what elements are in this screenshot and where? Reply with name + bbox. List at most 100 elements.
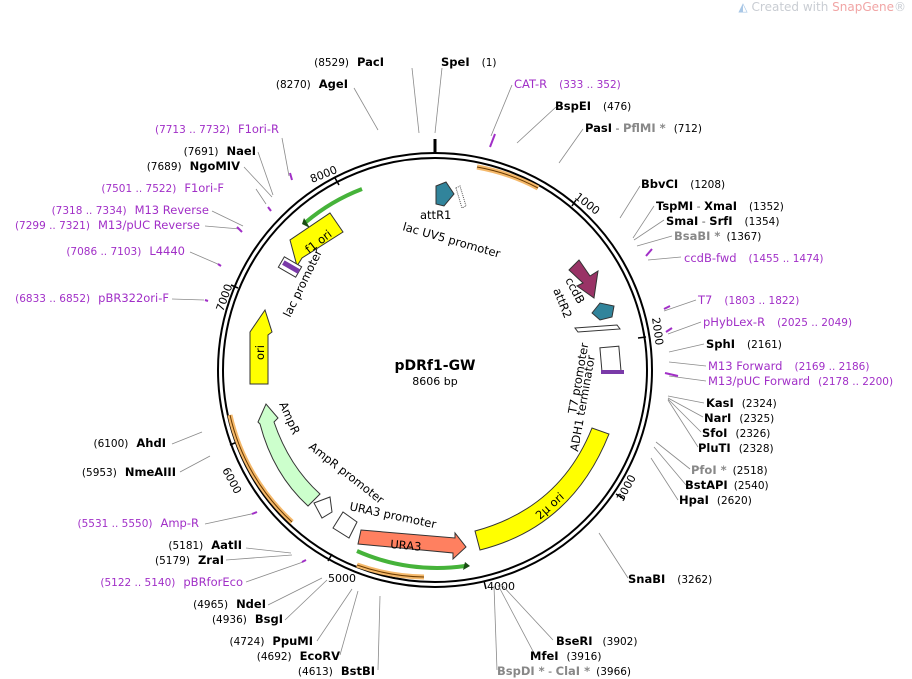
- promoter-arc-top-core: [476, 166, 539, 189]
- site-aatii: (5181)AatII: [168, 538, 242, 552]
- connector-cat-r: [490, 84, 513, 137]
- connector-bspei: [516, 106, 557, 144]
- connector-pfoi: [655, 441, 691, 470]
- connector-ndei: [267, 577, 323, 606]
- watermark-brand: SnapGene: [832, 0, 894, 14]
- feature-ura3-label: URA3: [390, 537, 422, 554]
- site-spei: SpeI(1): [441, 55, 496, 69]
- site-tspmi: TspMI - XmaI(1352): [656, 199, 784, 213]
- feature-f1ori: [289, 212, 344, 268]
- feature-attr1: [435, 181, 455, 207]
- backbone-inner: [222, 157, 648, 583]
- site-naei: (7691)NaeI: [184, 144, 256, 158]
- site-ppumi: (4724)PpuMI: [230, 634, 314, 648]
- connector-l4440: [189, 251, 221, 266]
- connector-paci: [411, 67, 420, 134]
- ura3-promoter-arc-core: [356, 564, 425, 578]
- connector-pbr322ori-f: [171, 298, 205, 301]
- connector-bspdi: [493, 585, 498, 671]
- primer-mark-pbrforeco: [301, 559, 307, 563]
- connector-ccdb-fwd: [647, 256, 682, 261]
- primer-mark-cat-r: [489, 133, 496, 148]
- primer-f1ori-f: (7501 .. 7522)F1ori-F: [101, 181, 224, 195]
- connector-m13-reverse: [211, 210, 244, 227]
- connector-m13-forward: [668, 361, 707, 367]
- site-bsabi: BsaBI *(1367): [674, 229, 761, 243]
- feature-ura3: [357, 529, 467, 561]
- site-sphi: SphI(2161): [706, 337, 782, 351]
- connector-bsabi: [636, 235, 673, 247]
- tick-mark-7000: [230, 284, 239, 289]
- site-ndei: (4965)NdeI: [193, 597, 266, 611]
- primer-m13puc-reverse: (7299 .. 7321)M13/pUC Reverse: [15, 218, 200, 232]
- connector-ahdi: [171, 431, 203, 445]
- tick-mark-4000: [483, 580, 487, 590]
- connector-ngomiv: [243, 166, 273, 198]
- connector-bstapi: [653, 446, 687, 486]
- connector-spei: [434, 67, 443, 134]
- site-paci: (8529)PacI: [314, 55, 384, 69]
- site-bseri: BseRI(3902): [556, 634, 637, 648]
- primer-cat-r: CAT-R(333 .. 352): [514, 77, 621, 91]
- plasmid-size: 8606 bp: [412, 375, 457, 388]
- primer-phyblex-r: pHybLex-R(2025 .. 2049): [703, 315, 852, 329]
- feature-attr1-label: attR1: [420, 208, 451, 222]
- feature-2mu-ori: [474, 427, 610, 551]
- connector-phyblex-r: [667, 321, 702, 335]
- watermark-prefix: Created with: [751, 0, 833, 14]
- connector-amp-r: [204, 512, 257, 525]
- sites-right: (8529)PacI SpeI(1) BspEI(476) PasI - Pfl…: [314, 55, 784, 678]
- primer-pbrforeco: (5122 .. 5140)pBRforEco: [100, 575, 243, 589]
- site-pasi: PasI - PflMI *(712): [585, 121, 702, 135]
- site-bspdi: BspDI * - ClaI *(3966): [497, 664, 631, 678]
- connector-pluti: [667, 399, 699, 448]
- tick-label-6000: 6000: [219, 465, 244, 496]
- site-kasi: KasI(2324): [706, 396, 777, 410]
- feature-ampr-promoter: [313, 496, 333, 519]
- tick-mark-1000: [571, 199, 577, 207]
- feature-t7-promoter: [574, 324, 621, 333]
- connector-sfoi: [667, 398, 702, 433]
- connector-sphi: [668, 343, 705, 353]
- connector-tspmi: [632, 205, 655, 239]
- snapgene-logo-icon: ◭: [738, 0, 748, 14]
- connector-t7: [663, 299, 697, 312]
- primer-m13-reverse: (7318 .. 7334)M13 Reverse: [52, 203, 209, 217]
- connector-zrai: [225, 554, 293, 561]
- feature-ori: [249, 308, 273, 385]
- site-ngomiv: (7689)NgoMIV: [147, 159, 240, 173]
- primer-pbr322ori-f: (6833 .. 6852)pBR322ori-F: [15, 291, 169, 305]
- primer-mark-ccdb-fwd: [645, 248, 653, 257]
- connector-naei: [257, 151, 274, 196]
- site-snabi: SnaBI(3262): [628, 572, 712, 586]
- feature-ura3-promoter-label: URA3 promoter: [348, 499, 437, 531]
- feature-ampr: [257, 403, 321, 507]
- tick-mark-3000: [615, 493, 625, 500]
- site-ahdi: (6100)AhdI: [93, 436, 166, 450]
- feature-attr1-overlap: [455, 185, 467, 209]
- connector-pbrforeco: [245, 561, 304, 583]
- site-bsgi: (4936)BsgI: [212, 612, 283, 626]
- feature-lac-inner: [282, 260, 301, 274]
- primer-mark-pbr322ori-f: [204, 299, 209, 302]
- site-ecorv: (4692)EcoRV: [257, 649, 340, 663]
- connector-hpai: [650, 457, 679, 501]
- site-bspei: BspEI(476): [555, 99, 631, 113]
- primer-ccdb-fwd: ccdB-fwd(1455 .. 1474): [684, 251, 824, 265]
- site-connectors: [171, 67, 707, 671]
- site-nari: NarI(2325): [704, 411, 774, 425]
- primer-t7: T7(1803 .. 1822): [697, 293, 799, 307]
- sites-left: (8270)AgeI (7691)NaeI (7689)NgoMIV (6100…: [82, 77, 375, 678]
- connector-bstbi: [377, 595, 381, 671]
- connector-kasi: [667, 395, 705, 404]
- connector-agei: [353, 87, 379, 131]
- primer-l4440: (7086 .. 7103)L4440: [66, 244, 185, 258]
- site-pluti: PluTI(2328): [698, 441, 774, 455]
- site-agei: (8270)AgeI: [276, 77, 348, 91]
- connector-m13puc-forward: [668, 375, 707, 382]
- feature-adh1: [599, 345, 622, 374]
- watermark-mark: ®: [894, 0, 906, 14]
- connector-mfei: [497, 584, 536, 656]
- ura3-green-arrow: [463, 562, 470, 570]
- primer-mark-f1ori-r: [289, 172, 293, 181]
